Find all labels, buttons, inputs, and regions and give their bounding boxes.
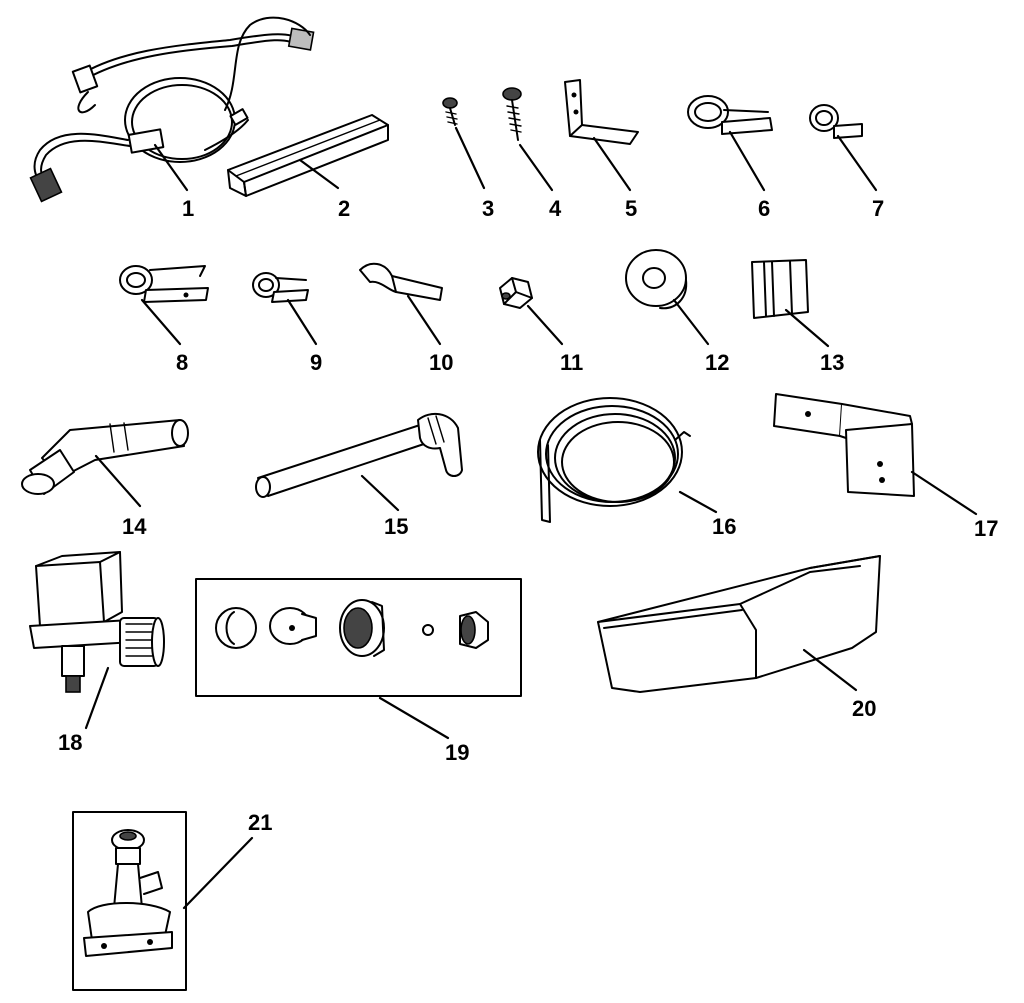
label-19: 19	[445, 740, 469, 765]
part-19-fitting-kit: 19	[195, 578, 522, 765]
part-2-channel-strip: 2	[227, 114, 389, 221]
part-14-elbow-tube: 14	[21, 419, 189, 539]
part-12-grommet: 12	[625, 249, 729, 375]
part-4-long-screw: 4	[502, 87, 562, 221]
part-3-screw: 3	[442, 97, 494, 221]
part-11-hex-nut: 11	[499, 277, 583, 375]
label-8: 8	[176, 350, 188, 375]
label-20: 20	[852, 696, 876, 721]
label-17: 17	[974, 516, 998, 541]
part-10-clip: 10	[359, 262, 453, 375]
part-15-fill-tube: 15	[255, 412, 463, 539]
label-2: 2	[338, 196, 350, 221]
label-18: 18	[58, 730, 82, 755]
label-12: 12	[705, 350, 729, 375]
label-13: 13	[820, 350, 844, 375]
label-5: 5	[625, 196, 637, 221]
part-20-ice-bin: 20	[597, 555, 881, 721]
part-17-mounting-bracket: 17	[773, 393, 998, 541]
part-9-clamp: 9	[252, 272, 322, 375]
label-4: 4	[549, 196, 562, 221]
label-14: 14	[122, 514, 147, 539]
part-16-water-tubing: 16	[537, 397, 736, 539]
part-5-l-bracket: 5	[564, 79, 639, 221]
label-21: 21	[248, 810, 272, 835]
label-15: 15	[384, 514, 408, 539]
part-21-saddle-valve: 21	[72, 810, 272, 991]
label-9: 9	[310, 350, 322, 375]
label-16: 16	[712, 514, 736, 539]
part-1-wire-harness: 1	[29, 16, 315, 221]
label-10: 10	[429, 350, 453, 375]
part-7-small-clamp: 7	[809, 104, 884, 221]
label-11: 11	[560, 350, 583, 375]
part-8-clamp: 8	[119, 265, 209, 375]
part-6-cable-clamp: 6	[687, 95, 773, 221]
label-1: 1	[182, 196, 194, 221]
part-13-pad: 13	[751, 259, 844, 375]
label-3: 3	[482, 196, 494, 221]
label-6: 6	[758, 196, 770, 221]
label-7: 7	[872, 196, 884, 221]
part-18-water-valve: 18	[29, 551, 165, 755]
